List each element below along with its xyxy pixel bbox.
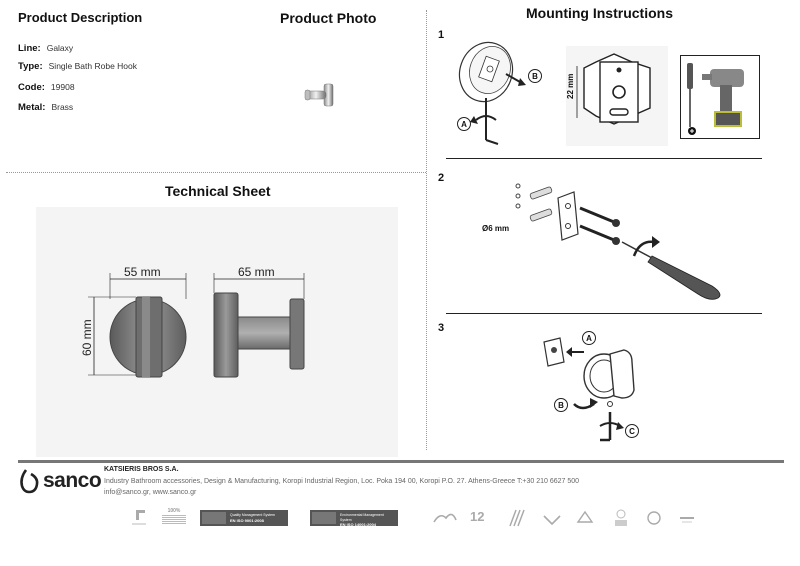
badge-12-years: 12 bbox=[470, 509, 485, 524]
divider-vertical bbox=[426, 10, 427, 450]
divider-step-2 bbox=[446, 313, 762, 314]
sanco-drop-icon bbox=[20, 469, 39, 494]
divider-horizontal-left bbox=[6, 172, 426, 173]
step-2-number: 2 bbox=[438, 172, 445, 184]
field-metal-value: Brass bbox=[51, 102, 74, 112]
field-type-value: Single Bath Robe Hook bbox=[48, 61, 138, 71]
footer-rule bbox=[18, 460, 784, 463]
step-3-assembly-illustration bbox=[543, 337, 635, 442]
iso-9001-badge: Quality Management System EN ISO 9001:20… bbox=[200, 510, 288, 526]
label-a-circle-step3: A bbox=[582, 331, 596, 345]
mounting-instructions-heading: Mounting Instructions bbox=[526, 5, 673, 21]
iso-9001-line1: Quality Management System bbox=[230, 513, 275, 517]
divider-step-1 bbox=[446, 158, 762, 159]
step-1-tools-illustration bbox=[680, 55, 760, 139]
field-line-value: Galaxy bbox=[46, 43, 74, 53]
sun-badge-icon bbox=[615, 509, 627, 526]
badge-100-percent: 100% bbox=[162, 506, 186, 530]
shelf-badge-icon bbox=[680, 517, 694, 523]
certification-strip: 100% Quality Management System EN ISO 90… bbox=[128, 506, 708, 532]
faucet-badge-icon bbox=[132, 510, 146, 525]
dim-22mm-label: 22 mm bbox=[566, 73, 575, 99]
company-contact: info@sanco.gr, www.sanco.gr bbox=[104, 489, 197, 496]
label-a-circle: A bbox=[457, 117, 471, 131]
sanco-logo: sanco bbox=[18, 468, 102, 494]
iso-9001-line2: EN ISO 9001:2008 bbox=[230, 517, 264, 523]
field-type: Type: Single Bath Robe Hook bbox=[18, 61, 137, 72]
step-2-screws-illustration bbox=[515, 183, 721, 300]
recycle-badge-icon bbox=[576, 510, 594, 523]
field-line-label: Line: bbox=[18, 43, 41, 54]
field-code-label: Code: bbox=[18, 82, 45, 93]
field-line: Line: Galaxy bbox=[18, 43, 73, 54]
product-description-heading: Product Description bbox=[18, 10, 143, 25]
product-photo-heading: Product Photo bbox=[280, 10, 377, 26]
slash-badge-icon bbox=[509, 509, 525, 527]
field-code: Code: 19908 bbox=[18, 82, 75, 93]
technical-sheet-heading: Technical Sheet bbox=[165, 183, 271, 199]
step-3-number: 3 bbox=[438, 322, 445, 334]
hands-badge-icon bbox=[433, 513, 457, 523]
field-metal-label: Metal: bbox=[18, 102, 46, 113]
product-photo bbox=[304, 83, 334, 107]
step-1-number: 1 bbox=[438, 29, 445, 41]
badge-100-text: 100% bbox=[167, 508, 181, 514]
badge-100-lines bbox=[162, 515, 186, 525]
dim-width-side: 65 mm bbox=[238, 265, 275, 279]
eu-flag-icon bbox=[202, 512, 226, 524]
label-b-circle: B bbox=[528, 69, 542, 83]
dim-height: 60 mm bbox=[80, 319, 94, 356]
company-address: Industry Bathroom accessories, Design & … bbox=[104, 478, 580, 485]
label-c-circle: C bbox=[625, 424, 639, 438]
field-code-value: 19908 bbox=[50, 82, 75, 92]
eu-flag-icon bbox=[312, 512, 336, 524]
iso-14001-badge: Environmental Management System EN ISO 1… bbox=[310, 510, 398, 528]
field-metal: Metal: Brass bbox=[18, 102, 73, 113]
field-type-label: Type: bbox=[18, 61, 43, 72]
label-b-circle-step3: B bbox=[554, 398, 568, 412]
iso-14001-line1: Environmental Management System bbox=[340, 513, 384, 522]
step-1-bracket-illustration bbox=[566, 46, 668, 146]
dim-6mm-label: Ø6 mm bbox=[482, 224, 510, 233]
sanco-logo-text: sanco bbox=[43, 469, 102, 492]
check-badge-icon bbox=[543, 515, 561, 526]
circle-badge-icon bbox=[647, 511, 661, 525]
iso-14001-line2: EN ISO 14001:2004 bbox=[340, 522, 377, 528]
step-1-base-illustration bbox=[458, 41, 526, 145]
dim-width-front: 55 mm bbox=[124, 265, 161, 279]
technical-drawing bbox=[88, 273, 305, 378]
company-name: KATSIERIS BROS S.A. bbox=[104, 466, 179, 473]
